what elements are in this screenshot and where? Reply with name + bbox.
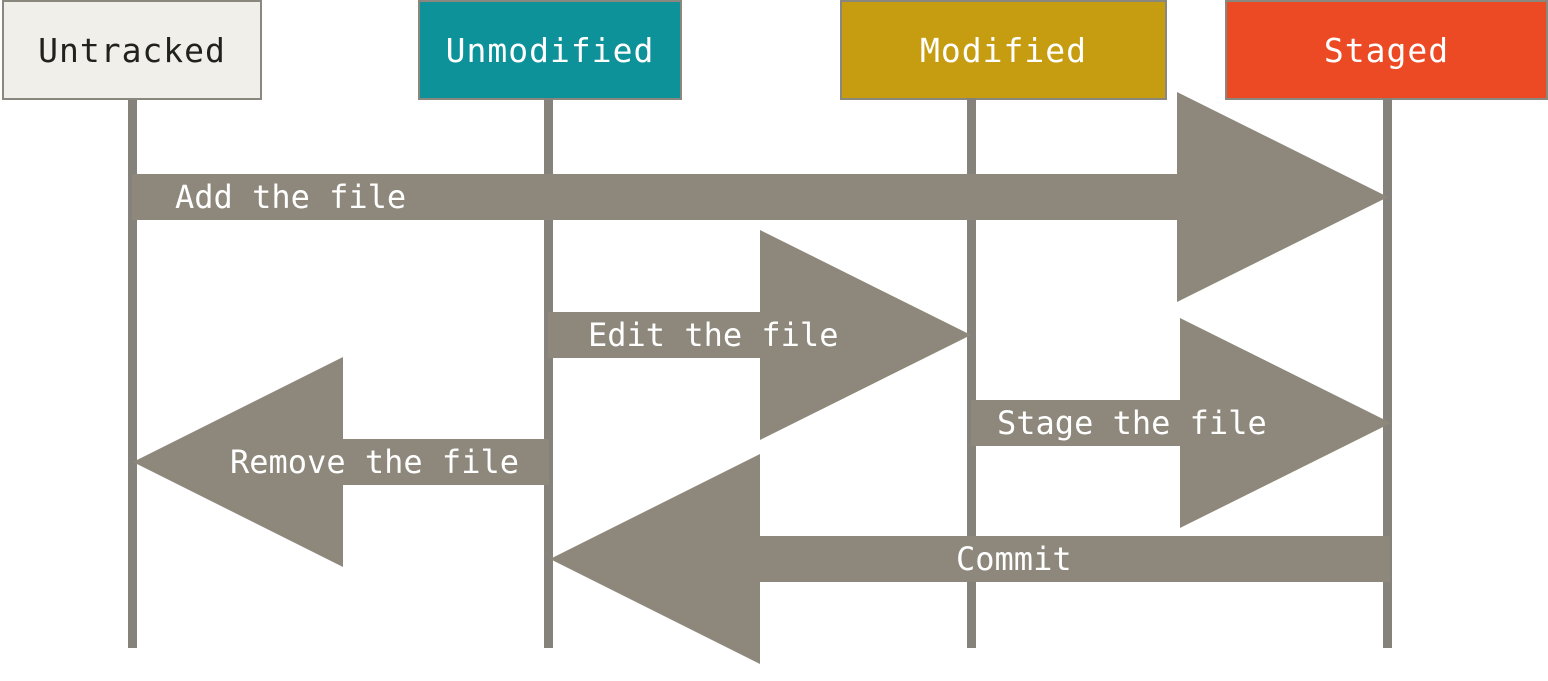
arrow-remove-label: Remove the file [230,443,519,481]
state-box-staged: Staged [1225,0,1548,100]
arrow-stage-head-icon [1180,318,1391,528]
arrow-remove-shaft [343,439,549,485]
arrow-add-head-icon [1177,92,1388,302]
arrow-edit-head-icon [760,230,971,440]
state-box-unmodified: Unmodified [418,0,682,100]
arrow-edit-label: Edit the file [588,316,839,354]
timeline-modified [967,98,976,648]
arrow-stage-shaft [971,400,1180,446]
state-label-modified: Modified [920,30,1087,70]
state-box-modified: Modified [840,0,1167,100]
arrow-add-shaft [132,174,1177,220]
timeline-untracked [128,100,137,648]
arrow-commit-shaft [758,536,1390,582]
state-label-staged: Staged [1323,30,1450,70]
arrow-commit-head-icon [550,454,760,664]
arrow-commit-label: Commit [956,540,1072,578]
state-box-untracked: Untracked [2,0,262,100]
arrow-add-label: Add the file [175,178,407,216]
state-label-untracked: Untracked [38,30,226,70]
arrow-edit-shaft [548,312,760,358]
arrow-remove-head-icon [133,357,343,567]
state-label-unmodified: Unmodified [445,30,655,70]
timeline-unmodified [544,98,553,648]
arrow-stage-label: Stage the file [997,404,1267,442]
